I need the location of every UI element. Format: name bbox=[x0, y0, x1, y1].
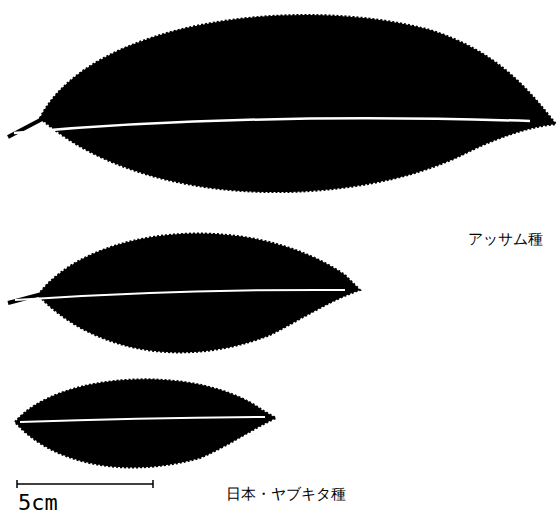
leaf-blade bbox=[15, 379, 276, 467]
leaf-blade bbox=[40, 15, 556, 192]
midrib bbox=[15, 290, 345, 300]
petiole bbox=[8, 117, 46, 137]
species-label: 日本・ヤブキタ種 bbox=[226, 486, 346, 503]
leaf-blade bbox=[38, 234, 360, 353]
scale-label: 5cm bbox=[18, 491, 58, 515]
midrib bbox=[14, 118, 530, 133]
midrib bbox=[20, 417, 265, 422]
middle-leaf bbox=[8, 234, 360, 353]
scale-bar bbox=[17, 480, 153, 488]
species-label: アッサム種 bbox=[468, 231, 543, 248]
yabukita-leaf bbox=[15, 379, 276, 467]
assam-leaf bbox=[8, 15, 556, 192]
